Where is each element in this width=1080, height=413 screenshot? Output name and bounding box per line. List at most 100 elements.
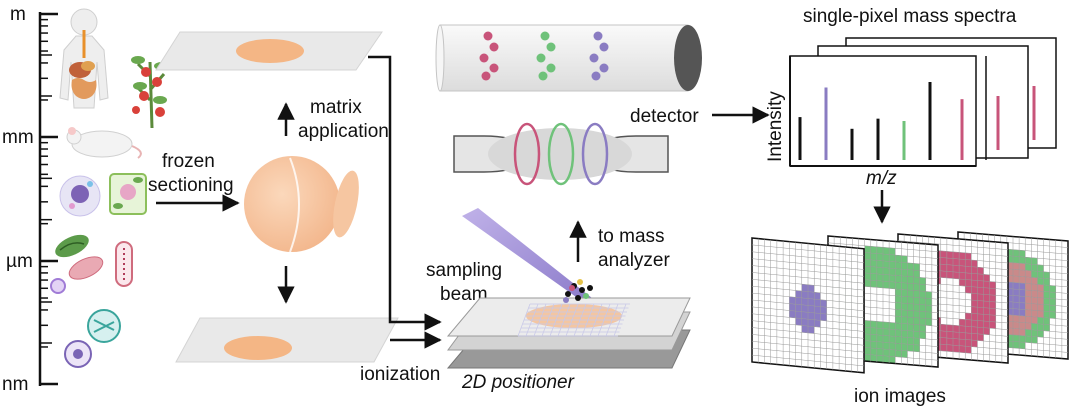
ion-image-pixel [776,323,784,331]
ion-particle [563,297,569,303]
ion-image-pixel [931,258,938,266]
ion-image-pixel [977,240,984,248]
ion-image-pixel [832,259,840,268]
ion-image-pixel [758,266,765,274]
slide-bottom [175,317,399,363]
ion-image-pixel [895,282,902,290]
ion-image-pixel [1055,325,1062,333]
ion-image-pixel [931,251,938,259]
ion-image-pixel [971,280,978,288]
ion-image-pixel [1013,302,1020,310]
ion-image-pixel [808,319,815,327]
ion-image-pixel [801,297,808,306]
ion-image-pixel [1043,271,1050,279]
ion-image-pixel [953,265,960,273]
ion-image-pixel [925,250,932,259]
ion-image-pixel [857,282,864,291]
ion-image-pixel [876,355,883,363]
ion-image-pixel [971,286,978,294]
ion-image-pixel [795,290,802,298]
ion-image-pixel [857,261,864,270]
ion-image-pixel [1031,316,1038,324]
ion-image-pixel [826,348,833,357]
ion-image-pixel [953,325,960,333]
ion-image-pixel [1013,334,1020,342]
ion-image-pixel [953,278,960,286]
ion-image-pixel [795,297,802,305]
ion-image-pixel [820,341,827,349]
ion-image-pixel [814,326,821,335]
ion-image-pixel [931,319,938,327]
matrix-label-2: application [298,121,389,142]
ion-image-pixel [820,272,827,280]
ion-image-pixel [1049,311,1056,319]
ion-image-pixel [940,297,947,305]
ion-image-pixel [820,320,827,328]
ion-image-pixel [864,340,871,348]
frozen-sectioning-label-1: frozen [162,151,215,172]
ion-image-pixel [1061,247,1068,255]
ion-image-pixel [925,277,932,286]
ion-image-pixel [801,332,808,340]
ion-particle [583,293,589,299]
ion-image-pixel [1019,250,1026,258]
ion-image-pixel [1043,337,1050,345]
ion-image-pixel [764,314,771,323]
ion-image-pixel [789,255,796,263]
ion-image-pixel [1013,269,1020,277]
ion-image-pixel [764,280,771,289]
ion-image-pixel [913,297,920,305]
ion-image-pixel [959,339,966,347]
ion-image-pixel [1019,289,1026,297]
detector-label: detector [630,106,699,127]
ion-image-pixel [1001,309,1008,317]
ion-image-pixel [752,320,759,329]
mouse-icon [66,127,142,159]
ion-image-pixel [983,247,990,255]
ion-image-pixel [1013,347,1020,355]
ion-image-pixel [876,246,883,255]
ion-image-pixel [1061,279,1068,287]
ion-image-pixel [851,247,858,256]
ion-image-pixel [1061,338,1068,346]
ion-image-pixel [907,350,914,359]
ion-image-pixel [820,327,827,335]
ion-image-pixel [857,268,864,277]
ion-image-pixel [857,330,864,339]
ion-image-pixel [776,274,784,283]
cell-icons [59,173,147,217]
ion-image-pixel [977,320,984,328]
ion-image-pixel [1000,235,1007,243]
ion-particle [575,295,581,301]
ion-image-pixel [958,232,965,240]
virus-icons [64,309,121,368]
ion-image-pixel [946,238,953,246]
ion-image-pixel [883,315,890,323]
ion-image-pixel [940,317,947,325]
ion-image-pixel [983,347,990,355]
ion-image-pixel [846,237,853,245]
intensity-axis-label: Intensity [765,91,786,162]
ion-image-pixel [1061,266,1068,274]
ion-image-pixel [1031,310,1038,318]
ion-image-pixel [919,270,926,278]
ion-image-pixel [1037,304,1044,312]
ion-image-pixel [907,310,914,318]
ion-image-pixel [976,233,983,241]
ion-image-pixel [995,328,1002,336]
ion-image-pixel [801,291,808,299]
ion-image-pixel [989,241,996,249]
ion-image-pixel [898,234,905,242]
ion-image-pixel [845,247,852,255]
ion-image-pixel [931,271,938,279]
ion-image-pixel [845,309,852,317]
ion-image-pixel [889,261,896,269]
spectra-stack [789,37,1057,167]
ion-image-pixel [820,258,827,266]
ion-image-pixel [814,333,821,342]
ion-image-pixel [983,341,990,349]
ion-image-pixel [965,266,972,274]
ion-dot [589,53,599,63]
ion-image-pixel [907,242,914,250]
